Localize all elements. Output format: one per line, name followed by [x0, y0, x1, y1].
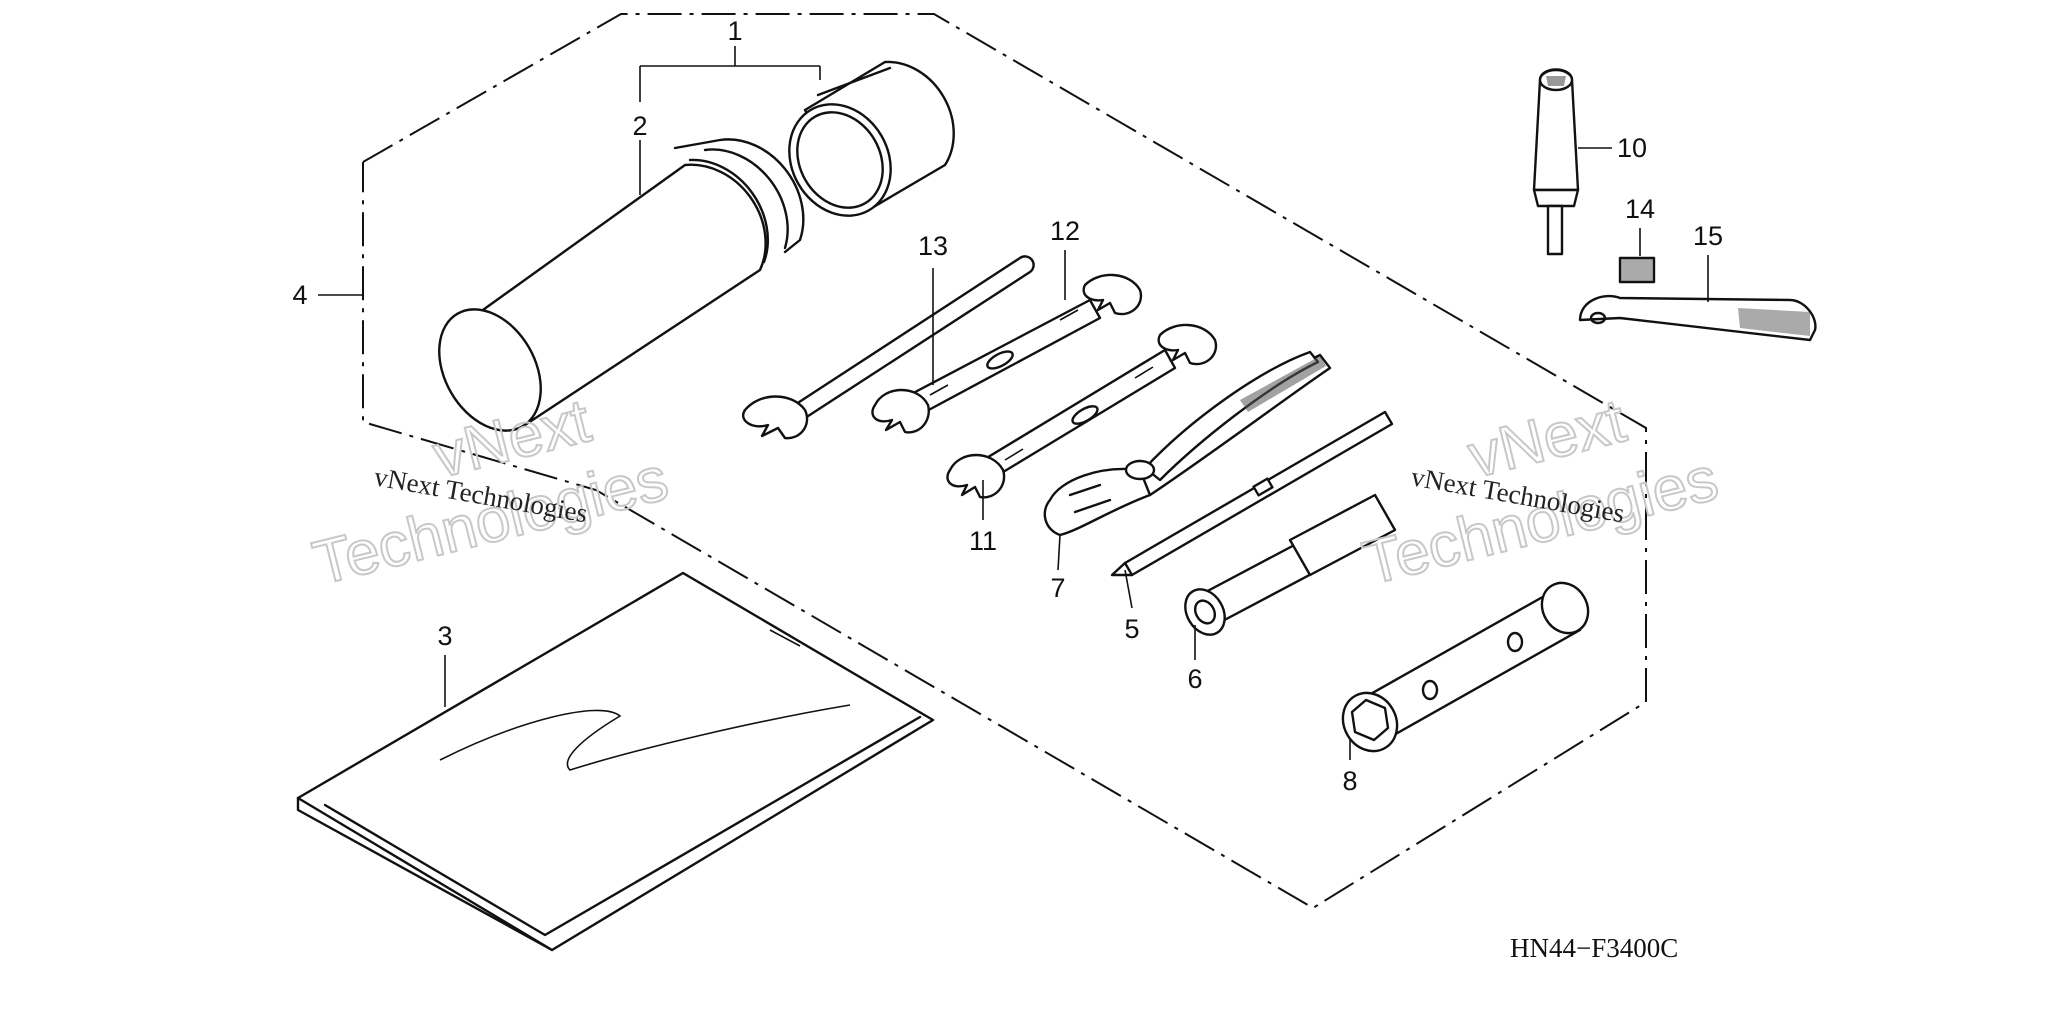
screwdriver-handle: [1532, 68, 1580, 256]
callout-5: 5: [1124, 614, 1139, 644]
tool-bag-tube: [438, 138, 805, 432]
group-outline: [362, 13, 1647, 910]
callout-4: 4: [292, 280, 307, 310]
key-block: [1618, 256, 1656, 284]
callout-10: 10: [1617, 133, 1647, 163]
plug-socket: [1184, 493, 1397, 636]
callout-8: 8: [1342, 766, 1357, 796]
callout-3: 3: [437, 621, 452, 651]
screwdriver: [1110, 410, 1394, 577]
callout-12: 12: [1050, 216, 1080, 246]
pliers: [1043, 350, 1332, 537]
callout-13: 13: [918, 231, 948, 261]
wrench-13: [742, 255, 1035, 440]
callout-11: 11: [969, 526, 997, 556]
callout-1: 1: [727, 16, 742, 46]
watermark-left: vNext Technologies vNext Technologies: [306, 385, 676, 599]
hook-bar: [1578, 294, 1817, 342]
callout-6: 6: [1187, 664, 1202, 694]
watermark-right: vNext Technologies vNext Technologies: [1356, 385, 1726, 599]
callout-15: 15: [1693, 221, 1723, 251]
callout-14: 14: [1625, 194, 1655, 224]
drawing-code: HN44−F3400C: [1510, 933, 1678, 963]
box-wrench: [1341, 581, 1590, 753]
callout-7: 7: [1050, 573, 1065, 603]
wrench-12: [871, 273, 1143, 434]
callout-2: 2: [632, 111, 647, 141]
tool-bag-cap: [788, 60, 955, 217]
owners-manual-bag: [296, 571, 935, 952]
leader-lines: [318, 46, 1709, 760]
wrench-11: [946, 323, 1218, 499]
callouts: 1 2 3 4 5 6 7 8 10 11 12 13 14 15: [292, 16, 1723, 796]
